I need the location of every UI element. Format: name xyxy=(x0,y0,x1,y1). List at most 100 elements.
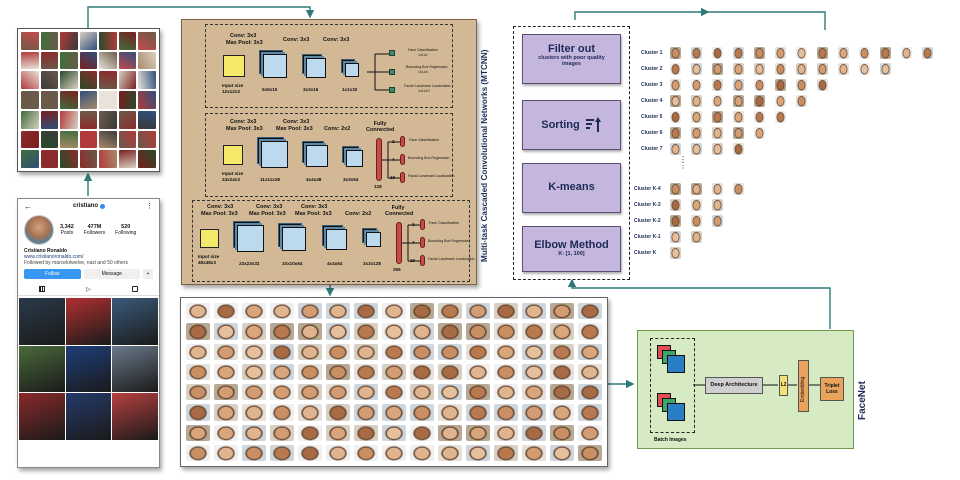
rnet-out-1: Face Classification xyxy=(409,138,440,142)
face-crop xyxy=(326,303,350,320)
pnet-out-2: Bounding Box Regression xyxy=(406,65,448,69)
scraped-photo xyxy=(40,71,59,90)
rnet-n2: 4 xyxy=(392,157,395,162)
rnet-out-2-bar xyxy=(400,154,405,165)
pnet-block-2 xyxy=(306,58,326,78)
cluster-face xyxy=(670,95,681,107)
grid-tab-icon[interactable] xyxy=(38,286,45,292)
cluster-label: Cluster K-2 xyxy=(634,218,661,224)
profile-link[interactable]: www.cristianoronaldo.com/ xyxy=(24,254,84,260)
cluster-face xyxy=(670,247,681,259)
face-crop xyxy=(494,363,518,380)
cluster-face xyxy=(796,63,807,75)
cluster-face xyxy=(754,79,765,91)
stat-value: 3,342 xyxy=(60,224,74,230)
scraped-photo xyxy=(138,130,156,149)
face-crop xyxy=(354,404,378,421)
pnet-input-block xyxy=(223,55,245,77)
pnet-pool1: Max Pool: 3x3 xyxy=(226,40,263,46)
rnet-input-block xyxy=(223,145,243,165)
face-crop xyxy=(354,424,378,441)
face-crop xyxy=(242,363,266,380)
face-crop xyxy=(438,343,462,360)
rnet-pool2: Max Pool: 3x3 xyxy=(276,126,313,132)
face-crop xyxy=(578,343,602,360)
profile-post-thumbnail[interactable] xyxy=(65,393,112,440)
mtcnn-title: Multi-task Cascaded Convolutional Networ… xyxy=(480,49,489,262)
cluster-face xyxy=(691,47,702,59)
cluster-face xyxy=(775,63,786,75)
profile-post-thumbnail[interactable] xyxy=(65,298,112,345)
cluster-face xyxy=(670,231,681,243)
face-crop xyxy=(214,323,238,340)
profile-post-thumbnail[interactable] xyxy=(65,345,112,393)
message-button[interactable]: Message xyxy=(83,269,140,279)
cluster-face xyxy=(775,95,786,107)
batch-img-blue-2 xyxy=(667,403,685,421)
face-crop xyxy=(242,444,266,461)
face-crop xyxy=(494,343,518,360)
onet-input-block xyxy=(200,229,219,248)
scraped-photo xyxy=(79,110,98,129)
pnet-block-3 xyxy=(345,63,359,77)
face-crop xyxy=(522,323,546,340)
face-crop xyxy=(522,343,546,360)
scraped-photo xyxy=(99,110,117,129)
pnet-stage xyxy=(205,24,453,108)
face-crop xyxy=(242,424,266,441)
scraped-photo xyxy=(118,32,137,50)
pnet-conv2: Conv: 3x3 xyxy=(283,37,310,43)
profile-post-thumbnail[interactable] xyxy=(112,298,158,345)
cluster-face xyxy=(712,143,723,155)
cluster-face xyxy=(796,95,807,107)
face-crop xyxy=(438,323,462,340)
scraped-photo xyxy=(40,110,59,129)
cluster-face xyxy=(712,63,723,75)
avatar xyxy=(24,215,54,245)
tagged-tab-icon[interactable] xyxy=(132,286,139,292)
onet-n3: 10 xyxy=(410,258,416,263)
more-options-icon[interactable]: ⋮ xyxy=(145,203,153,210)
step-elbow-method: Elbow Method K: [1, 100] xyxy=(522,226,621,272)
face-crop xyxy=(186,363,210,380)
face-crop xyxy=(494,404,518,421)
pnet-out-2-block xyxy=(389,69,395,75)
add-user-icon[interactable]: + xyxy=(143,269,153,279)
follow-button[interactable]: Follow xyxy=(24,269,81,279)
deep-architecture-box: Deep Architecture xyxy=(705,377,763,394)
back-arrow-icon[interactable]: ← xyxy=(24,201,32,211)
face-crop xyxy=(494,303,518,320)
cluster-face xyxy=(754,127,765,139)
scraped-photo xyxy=(21,150,39,168)
cluster-face xyxy=(670,143,681,155)
arrow-facenet-to-cluster xyxy=(567,278,831,329)
face-crop xyxy=(186,404,210,421)
face-crop xyxy=(354,363,378,380)
profile-post-thumbnail[interactable] xyxy=(19,298,65,345)
scraped-photo xyxy=(99,91,117,109)
rnet-fc: Fully Connected xyxy=(366,121,395,133)
scraped-photo xyxy=(60,32,78,50)
face-crop xyxy=(270,444,294,461)
mtcnn-panel: Conv: 3x3 Max Pool: 3x3 Conv: 3x3 Conv: … xyxy=(181,19,477,285)
profile-post-thumbnail[interactable] xyxy=(19,345,65,393)
face-crop xyxy=(214,343,238,360)
face-crop xyxy=(494,424,518,441)
face-crop xyxy=(522,404,546,421)
profile-post-thumbnail[interactable] xyxy=(112,393,158,440)
cluster-face xyxy=(712,127,723,139)
cluster-face xyxy=(859,47,870,59)
step-sorting: Sorting xyxy=(522,100,621,150)
profile-post-thumbnail[interactable] xyxy=(19,393,65,440)
scraped-photo xyxy=(99,71,117,90)
scraped-photo xyxy=(99,51,117,70)
reels-tab-icon[interactable]: ▷ xyxy=(86,286,91,293)
profile-post-thumbnail[interactable] xyxy=(112,345,158,393)
face-crop xyxy=(186,444,210,461)
onet-block-3 xyxy=(326,229,347,250)
scraped-photo xyxy=(60,130,78,149)
scraped-photo xyxy=(21,51,39,70)
onet-out-1: Face Classification xyxy=(429,221,460,225)
cluster-face xyxy=(691,199,702,211)
